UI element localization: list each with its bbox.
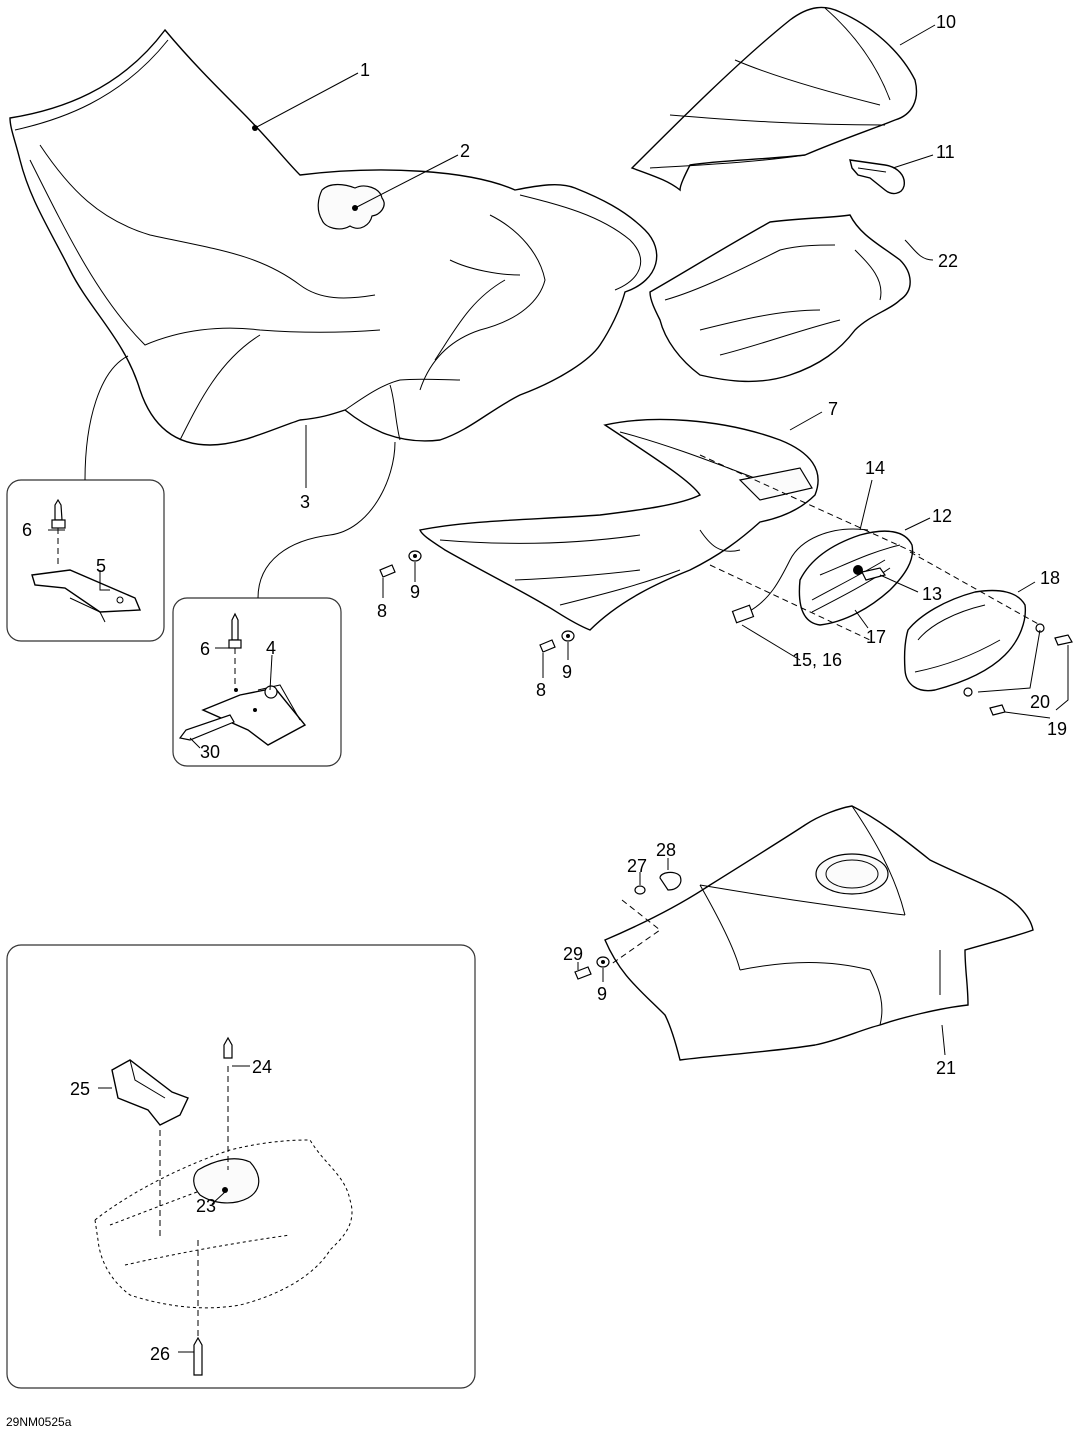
callout-2: 2 — [460, 141, 470, 161]
callout-13: 13 — [922, 584, 942, 604]
taillight-part-12 — [798, 530, 914, 626]
callout-23: 23 — [196, 1196, 216, 1216]
callout-15-16: 15, 16 — [792, 650, 842, 670]
leader-lines — [48, 24, 1069, 1353]
lens-part-18 — [903, 589, 1027, 692]
tray-part-22 — [649, 214, 911, 383]
callout-6-b: 6 — [200, 639, 210, 659]
inset-box-5 — [6, 479, 165, 642]
callout-21: 21 — [936, 1058, 956, 1078]
callout-6-a: 6 — [22, 520, 32, 540]
callout-10: 10 — [936, 12, 956, 32]
callout-7: 7 — [828, 399, 838, 419]
callout-22: 22 — [938, 251, 958, 271]
callout-12: 12 — [932, 506, 952, 526]
clip-part-11 — [849, 159, 905, 195]
callout-14: 14 — [865, 458, 885, 478]
callout-29: 29 — [563, 944, 583, 964]
callout-17: 17 — [866, 627, 886, 647]
fender-part-7 — [419, 418, 819, 631]
callout-8-b: 8 — [536, 680, 546, 700]
callout-26: 26 — [150, 1344, 170, 1364]
callout-9-a: 9 — [410, 582, 420, 602]
inset-box-4 — [172, 597, 342, 767]
cowl-part-21 — [604, 805, 1034, 1061]
callout-9-b: 9 — [562, 662, 572, 682]
callout-20: 20 — [1030, 692, 1050, 712]
seat — [9, 28, 658, 446]
callout-28: 28 — [656, 840, 676, 860]
callout-1: 1 — [360, 60, 370, 80]
callout-5: 5 — [96, 556, 106, 576]
callout-9-c: 9 — [597, 984, 607, 1004]
callout-3: 3 — [300, 492, 310, 512]
callout-19: 19 — [1047, 719, 1067, 739]
assembly-lines — [609, 454, 1041, 966]
cover-part-10 — [630, 6, 918, 192]
callout-18: 18 — [1040, 568, 1060, 588]
callout-27: 27 — [627, 856, 647, 876]
callout-4: 4 — [266, 638, 276, 658]
callout-30: 30 — [200, 742, 220, 762]
inset-box-23 — [6, 944, 476, 1389]
drawing-code: 29NM0525a — [6, 1415, 72, 1429]
wiring-harness — [731, 528, 869, 624]
callout-25: 25 — [70, 1079, 90, 1099]
callout-8-a: 8 — [377, 601, 387, 621]
callout-11: 11 — [936, 142, 955, 162]
callouts: 1 2 3 4 5 6 6 7 8 8 9 9 9 10 11 12 13 14… — [22, 12, 1067, 1364]
callout-24: 24 — [252, 1057, 272, 1077]
hardware — [379, 550, 1073, 980]
